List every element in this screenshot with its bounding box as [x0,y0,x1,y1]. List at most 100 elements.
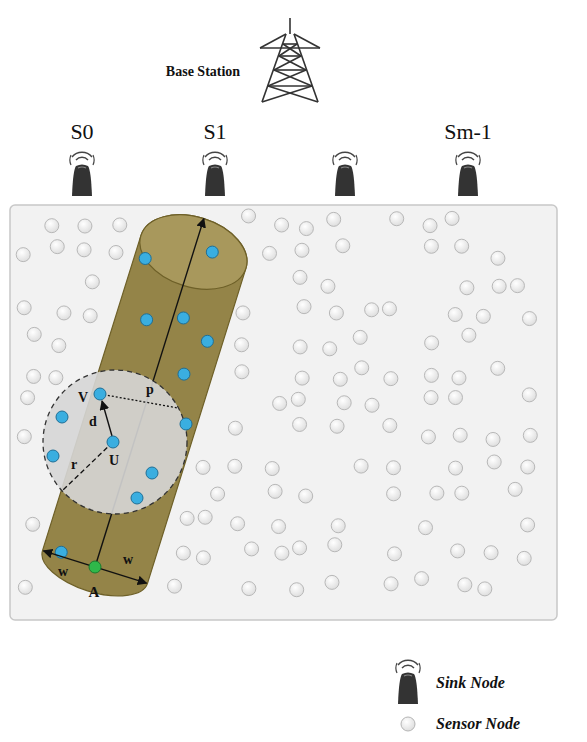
sensor-node [131,492,143,504]
sink-node-icon [70,152,94,196]
sensor-node [47,450,59,462]
sensor-node [17,301,31,315]
sensor-node [18,580,32,594]
sensor-node [327,212,341,226]
sensor-node [386,461,400,475]
sensor-nodes [16,209,537,597]
sensor-node [451,544,465,558]
sensor-node [462,328,476,342]
sensor-node [235,338,249,352]
sensing-circle [43,370,187,514]
sensor-node [487,455,501,469]
sensor-node [56,411,68,423]
sink-node-icon [333,152,357,196]
sensor-node [273,396,287,410]
sensor-node [275,546,289,560]
sensor-node [455,239,469,253]
node-label: U [109,454,119,468]
sensor-node [523,428,537,442]
sensor-node [242,582,256,596]
sensor-node [52,339,66,353]
width-arrow [98,568,147,583]
sensor-node [228,421,242,435]
sensor-node-v [94,388,106,400]
sink-node-icon [456,152,480,196]
sensor-node [17,430,31,444]
sensor-node [27,369,41,383]
sensor-node [178,368,190,380]
sensor-node [521,460,535,474]
width-label: w [58,565,68,579]
sensor-node [291,392,305,406]
sensor-node [57,306,71,320]
sensor-node [295,243,309,257]
sensor-node [455,486,469,500]
base-station-label: Base Station [166,65,240,79]
sensor-node [27,327,41,341]
sensor-node [299,222,313,236]
sensor-node [168,579,182,593]
sensor-node [290,583,304,597]
sensor-node [263,246,277,260]
anchor-label: A [89,585,100,600]
sensor-node [293,541,307,555]
sensor-node [449,391,463,405]
sensor-node [424,239,438,253]
sensor-node [206,246,218,258]
sensor-node [49,371,63,385]
sensor-node [272,520,286,534]
sensor-node [491,251,505,265]
sensor-node [430,486,444,500]
node-label: V [78,391,88,405]
sensor-node [196,551,210,565]
sensor-node [85,275,99,289]
sensor-node [328,538,342,552]
sensor-node [365,303,379,317]
sensor-node [522,312,536,326]
sensor-node [78,219,92,233]
sensor-node [387,487,401,501]
sensor-node [424,368,438,382]
sensor-node [293,270,307,284]
distance-d-arrow [102,401,112,436]
sensor-node [297,300,311,314]
sensor-node [491,361,505,375]
sensor-node [321,279,335,293]
sensor-node [330,419,344,433]
sensor-node [176,546,190,560]
sensor-node [445,211,459,225]
sensor-node [231,517,245,531]
sensor-node [522,388,536,402]
width-label: w [123,553,133,567]
sensor-node [333,372,347,386]
sensor-node [177,312,189,324]
sensor-node [521,518,535,532]
sensor-node [26,517,40,531]
sensor-node [141,314,153,326]
sensor-node [384,577,398,591]
sensor-node [228,459,242,473]
sensor-node [384,372,398,386]
sensor-node [198,510,212,524]
anchor-node-a [89,561,101,573]
sensor-node [265,462,279,476]
base-station-tower [260,18,320,102]
sensor-node [390,212,404,226]
circle-sensor-nodes [47,388,192,504]
sensor-node [323,342,337,356]
sink-node-icon [203,152,227,196]
cylinder-arrows [43,203,255,584]
sink-label: Sm-1 [444,121,492,143]
sensor-node-u [107,436,119,448]
distance-p-line [100,394,178,408]
sensor-node [460,281,474,295]
sensor-node [355,361,369,375]
sensor-node [16,248,30,262]
sensor-node [486,432,500,446]
sensor-node [245,542,259,556]
sensor-node [83,309,97,323]
legend-text: Sink Node [436,675,505,691]
sensor-node [211,487,225,501]
sensor-node [329,306,343,320]
